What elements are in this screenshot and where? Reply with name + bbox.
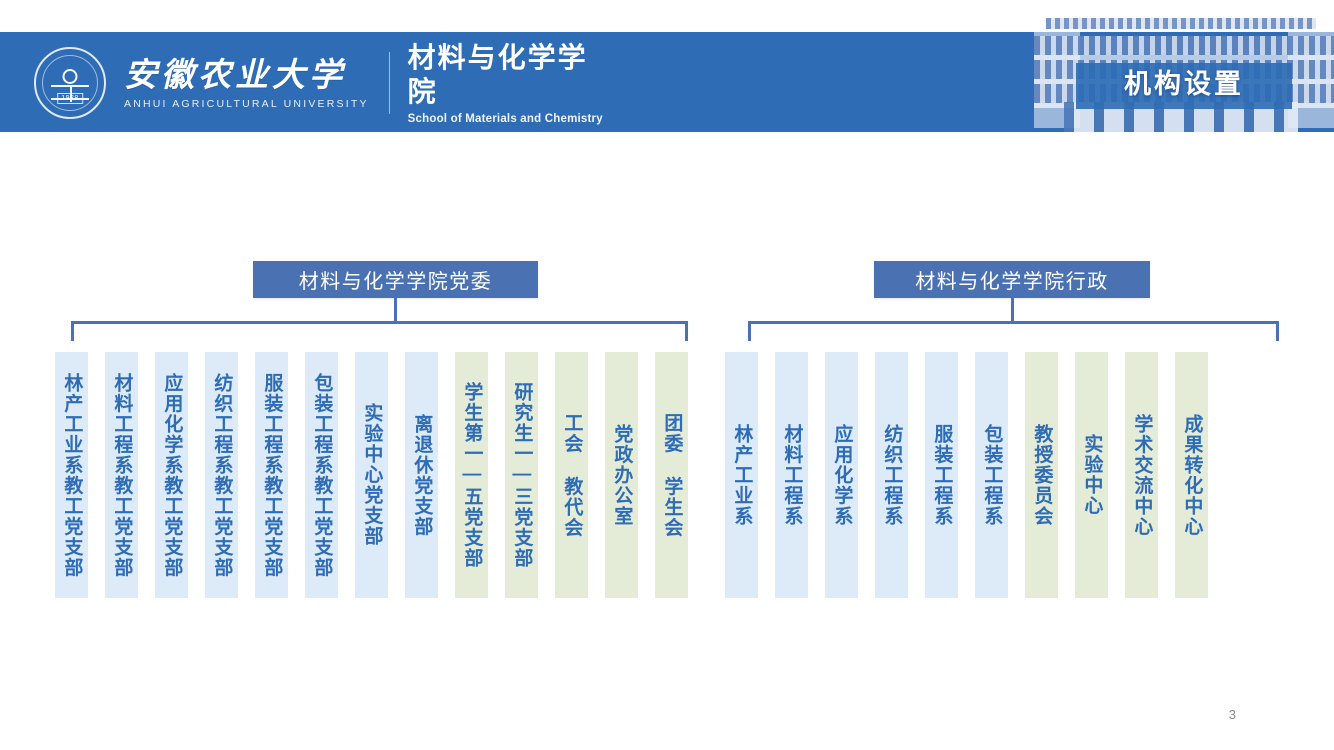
building-graphic (1034, 18, 1334, 132)
org-node-label: 实验中心党支部 (361, 403, 383, 547)
branch-columns-party: 林产工业系教工党支部 材料工程系教工党支部 应用化学系教工党支部 纺织工程系教工党支部… (55, 352, 688, 598)
connector-stem-party (394, 298, 397, 322)
org-node-label: 研究生一—三党支部 (511, 381, 533, 569)
university-logo-lockup: 1928 安徽农业大学 ANHUI AGRICULTURAL UNIVERSIT… (34, 42, 603, 125)
org-node-party[interactable]: 应用化学系教工党支部 (155, 352, 188, 598)
connector-stem-administration (1011, 298, 1014, 322)
logo-divider (388, 52, 390, 114)
building-band-1 (1034, 55, 1334, 60)
org-node-administration[interactable]: 纺织工程系 (875, 352, 908, 598)
org-node-party[interactable]: 包装工程系教工党支部 (305, 352, 338, 598)
org-node-administration[interactable]: 学术交流中心 (1125, 352, 1158, 598)
org-node-administration[interactable]: 林产工业系 (725, 352, 758, 598)
org-node-label: 成果转化中心 (1181, 413, 1203, 537)
org-node-party[interactable]: 团委 学生会 (655, 352, 688, 598)
org-node-administration[interactable]: 教授委员会 (1025, 352, 1058, 598)
building-roof (1046, 18, 1316, 29)
page-title: 机构设置 (1124, 69, 1244, 99)
org-node-party[interactable]: 材料工程系教工党支部 (105, 352, 138, 598)
emblem-year-label: 1928 (57, 93, 83, 104)
school-name-en: School of Materials and Chemistry (407, 113, 603, 125)
org-node-label: 纺织工程系 (881, 423, 903, 527)
org-node-administration[interactable]: 实验中心 (1075, 352, 1108, 598)
connector-bracket-party (71, 321, 688, 341)
building-floor-1 (1034, 36, 1334, 55)
org-node-label: 党政办公室 (611, 423, 633, 527)
connector-bracket-administration (748, 321, 1279, 341)
org-node-label: 林产工业系教工党支部 (61, 372, 83, 578)
org-node-label: 团委 学生会 (661, 412, 683, 538)
org-node-label: 学生第一—五党支部 (461, 381, 483, 569)
org-node-party[interactable]: 研究生一—三党支部 (505, 352, 538, 598)
branch-columns-administration: 林产工业系 材料工程系 应用化学系 纺织工程系 服装工程系 包装工程系 教授委员会 实验中心 学… (725, 352, 1208, 598)
org-node-label: 工会 教代会 (561, 412, 583, 538)
org-node-label: 纺织工程系教工党支部 (211, 372, 233, 578)
university-emblem-icon: 1928 (34, 47, 106, 119)
org-node-party[interactable]: 党政办公室 (605, 352, 638, 598)
page-number: 3 (1228, 707, 1236, 722)
title-plate (1076, 63, 1292, 109)
root-node-party[interactable]: 材料与化学学院党委 (253, 261, 538, 298)
org-node-party[interactable]: 离退休党支部 (405, 352, 438, 598)
org-node-label: 应用化学系教工党支部 (161, 372, 183, 578)
org-node-label: 教授委员会 (1031, 423, 1053, 527)
root-node-administration[interactable]: 材料与化学学院行政 (874, 261, 1150, 298)
org-node-administration[interactable]: 成果转化中心 (1175, 352, 1208, 598)
org-node-label: 服装工程系教工党支部 (261, 372, 283, 578)
org-node-party[interactable]: 林产工业系教工党支部 (55, 352, 88, 598)
org-node-label: 林产工业系 (731, 423, 753, 527)
university-name-cn: 安徽农业大学 (124, 57, 346, 94)
org-node-label: 离退休党支部 (411, 413, 433, 537)
org-node-party[interactable]: 服装工程系教工党支部 (255, 352, 288, 598)
university-name-block: 安徽农业大学 ANHUI AGRICULTURAL UNIVERSITY (124, 57, 369, 110)
org-node-label: 实验中心 (1081, 434, 1103, 516)
org-node-party[interactable]: 纺织工程系教工党支部 (205, 352, 238, 598)
org-node-label: 材料工程系教工党支部 (111, 372, 133, 578)
school-name-block: 材料与化学学院 School of Materials and Chemistr… (408, 41, 603, 125)
school-name-cn: 材料与化学学院 (407, 42, 588, 107)
org-node-party[interactable]: 学生第一—五党支部 (455, 352, 488, 598)
university-name-en: ANHUI AGRICULTURAL UNIVERSITY (124, 97, 369, 110)
org-node-administration[interactable]: 包装工程系 (975, 352, 1008, 598)
org-node-administration[interactable]: 应用化学系 (825, 352, 858, 598)
org-node-label: 材料工程系 (781, 423, 803, 527)
org-node-label: 学术交流中心 (1131, 413, 1153, 537)
org-node-label: 应用化学系 (831, 423, 853, 527)
org-node-label: 服装工程系 (931, 423, 953, 527)
org-node-label: 包装工程系 (981, 423, 1003, 527)
org-node-administration[interactable]: 材料工程系 (775, 352, 808, 598)
org-node-administration[interactable]: 服装工程系 (925, 352, 958, 598)
org-node-party[interactable]: 工会 教代会 (555, 352, 588, 598)
emblem-sun-icon (62, 69, 78, 84)
org-node-label: 包装工程系教工党支部 (311, 372, 333, 578)
org-node-party[interactable]: 实验中心党支部 (355, 352, 388, 598)
